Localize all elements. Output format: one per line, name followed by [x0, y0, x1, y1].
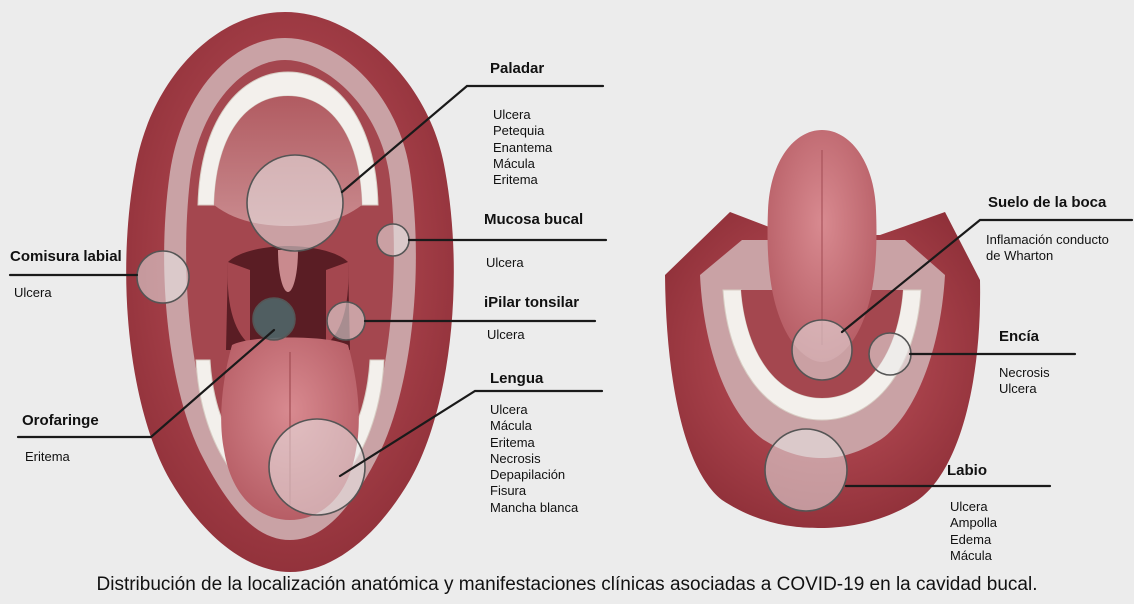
label-lengua-item: Fisura: [490, 483, 578, 499]
label-lengua-item: Ulcera: [490, 402, 578, 418]
label-suelo-boca-item: Inflamación conducto: [986, 232, 1109, 248]
label-encia-title: Encía: [999, 328, 1050, 345]
label-orofaringe-item: Eritema: [25, 449, 99, 465]
label-lengua-item: Mácula: [490, 418, 578, 434]
label-lengua-title: Lengua: [490, 370, 578, 387]
label-suelo-boca: Suelo de la boca Inflamación conducto de…: [988, 194, 1109, 265]
lens-lengua: [269, 419, 365, 515]
label-encia-item: Necrosis: [999, 365, 1050, 381]
label-comisura-labial-item: Ulcera: [14, 285, 122, 301]
label-labio-item: Ampolla: [950, 515, 997, 531]
label-labio: Labio Ulcera Ampolla Edema Mácula: [947, 462, 997, 564]
lens-labio: [765, 429, 847, 511]
lens-mucosa-bucal: [377, 224, 409, 256]
label-paladar-title: Paladar: [490, 60, 552, 77]
label-encia: Encía Necrosis Ulcera: [999, 328, 1050, 398]
label-orofaringe: Orofaringe Eritema: [22, 412, 99, 465]
lens-paladar: [247, 155, 343, 251]
label-suelo-boca-title: Suelo de la boca: [988, 194, 1109, 211]
label-lengua-item: Depapilación: [490, 467, 578, 483]
label-paladar-item: Ulcera: [493, 107, 552, 123]
label-paladar-item: Petequia: [493, 123, 552, 139]
label-labio-item: Edema: [950, 532, 997, 548]
label-paladar-item: Eritema: [493, 172, 552, 188]
label-mucosa-bucal-title: Mucosa bucal: [484, 211, 583, 228]
label-lengua-item: Mancha blanca: [490, 500, 578, 516]
label-lengua-item: Eritema: [490, 435, 578, 451]
label-suelo-boca-item: de Wharton: [986, 248, 1109, 264]
label-pilar-tonsilar: iPilar tonsilar Ulcera: [484, 294, 579, 343]
lens-pilar-tonsilar: [327, 302, 365, 340]
label-pilar-tonsilar-item: Ulcera: [487, 327, 579, 343]
lens-encia: [869, 333, 911, 375]
label-encia-item: Ulcera: [999, 381, 1050, 397]
label-paladar-item: Enantema: [493, 140, 552, 156]
lens-comisura-labial: [137, 251, 189, 303]
figure-caption: Distribución de la localización anatómic…: [0, 574, 1134, 596]
label-labio-title: Labio: [947, 462, 997, 479]
label-mucosa-bucal-item: Ulcera: [486, 255, 583, 271]
label-lengua-item: Necrosis: [490, 451, 578, 467]
label-comisura-labial: Comisura labial Ulcera: [10, 248, 122, 301]
label-pilar-tonsilar-title: iPilar tonsilar: [484, 294, 579, 311]
label-labio-item: Mácula: [950, 548, 997, 564]
label-paladar: Paladar Ulcera Petequia Enantema Mácula …: [490, 60, 552, 188]
lens-orofaringe: [253, 298, 295, 340]
label-orofaringe-title: Orofaringe: [22, 412, 99, 429]
label-lengua: Lengua Ulcera Mácula Eritema Necrosis De…: [490, 370, 578, 516]
lens-suelo-boca: [792, 320, 852, 380]
label-paladar-item: Mácula: [493, 156, 552, 172]
label-labio-item: Ulcera: [950, 499, 997, 515]
label-comisura-labial-title: Comisura labial: [10, 248, 122, 265]
label-mucosa-bucal: Mucosa bucal Ulcera: [484, 211, 583, 271]
